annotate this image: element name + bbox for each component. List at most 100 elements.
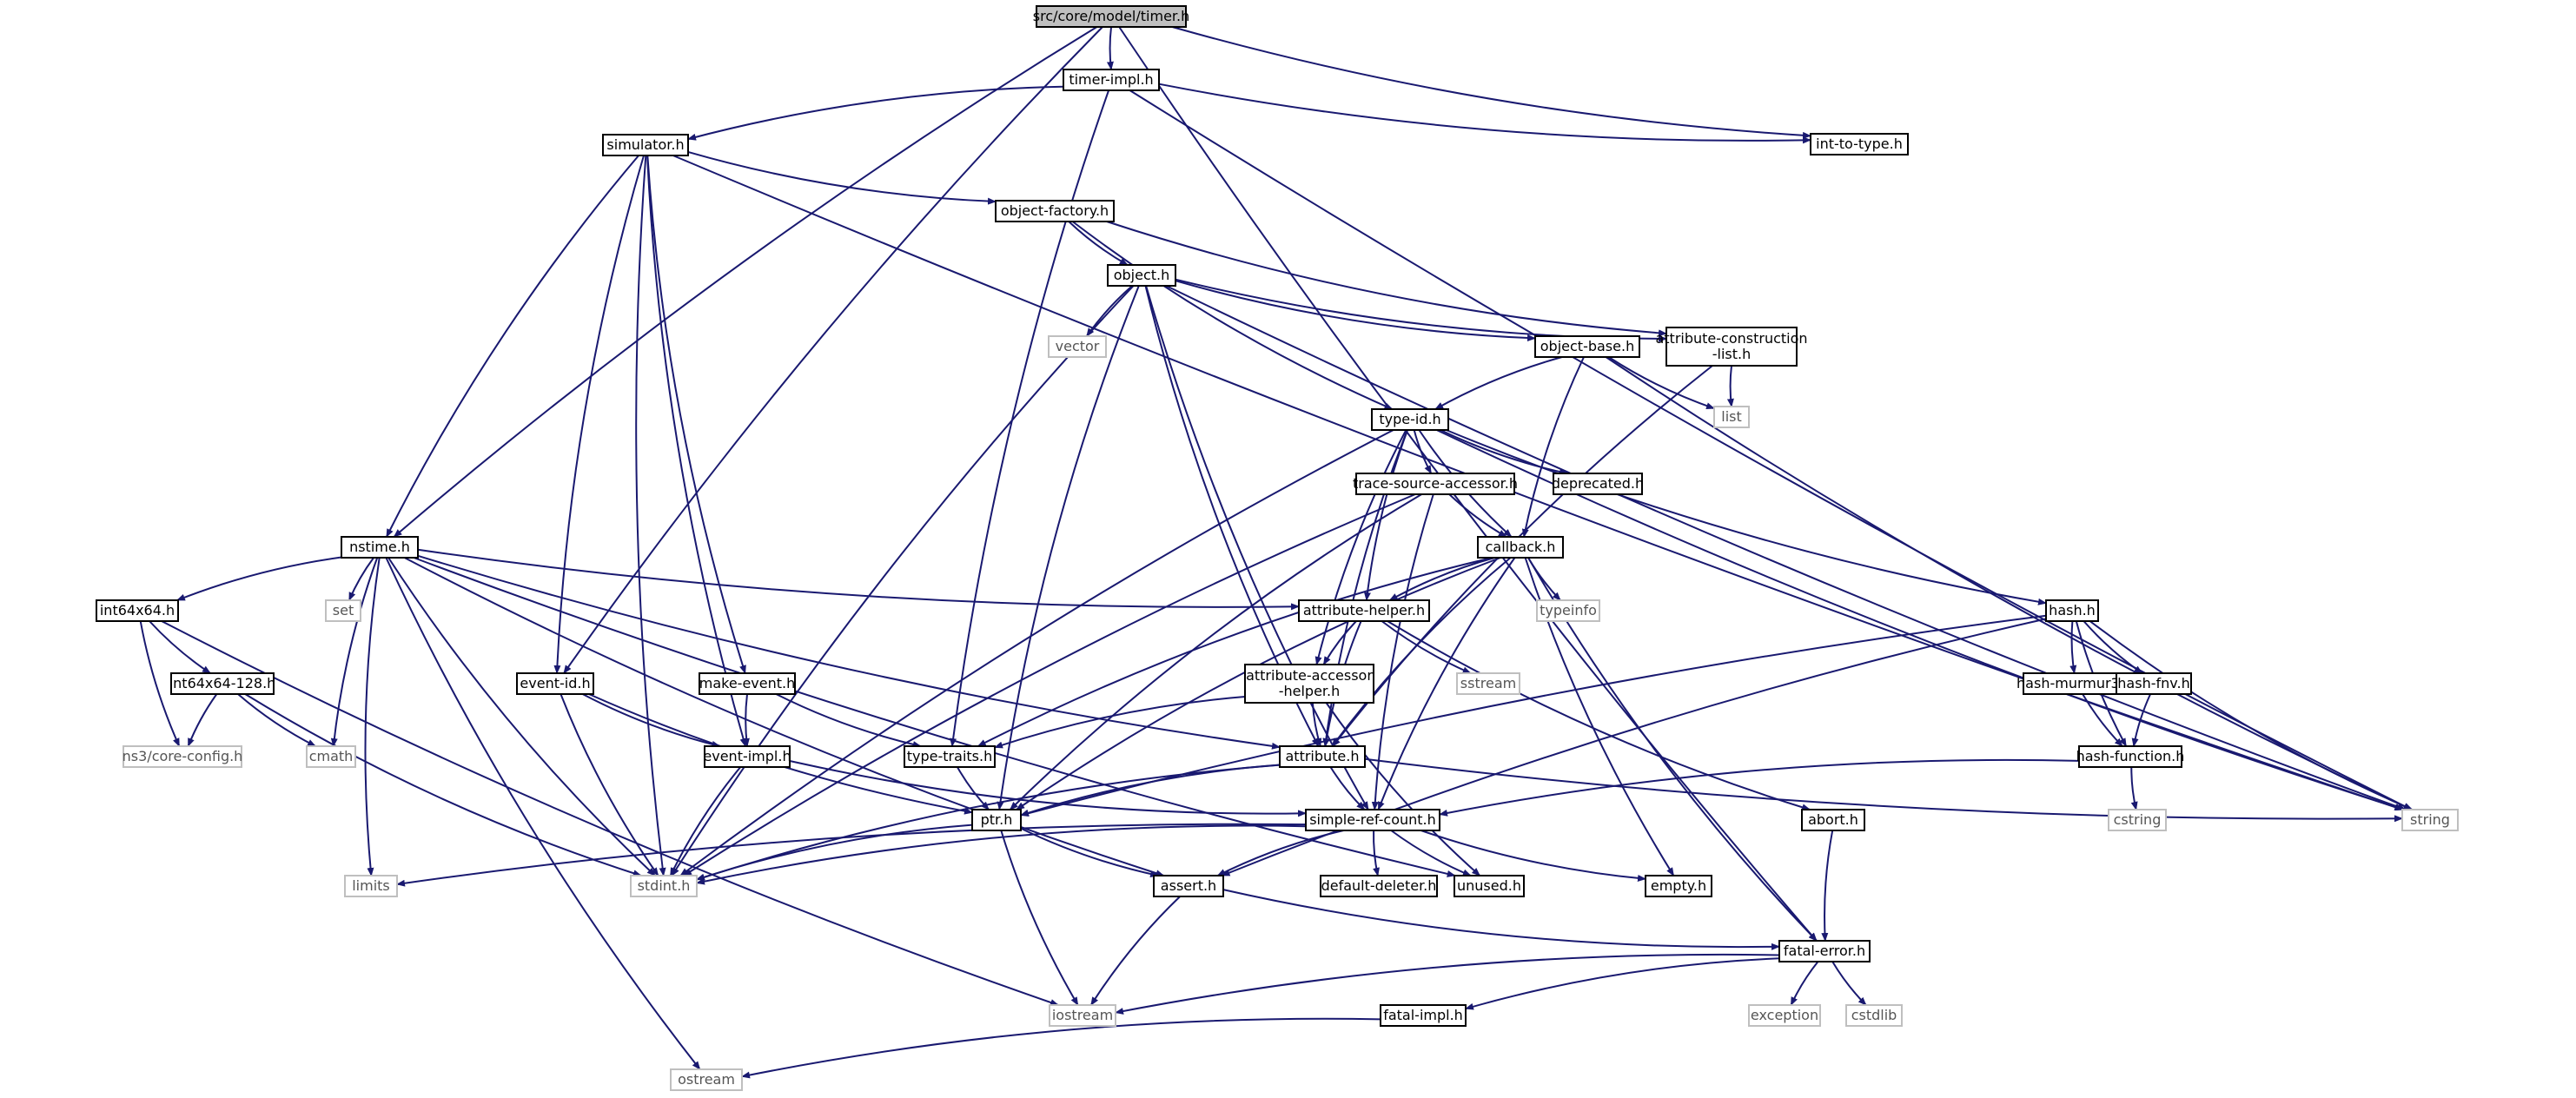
node-box bbox=[1279, 745, 1366, 768]
node-attr-accessor[interactable]: attribute-accessor-helper.h bbox=[1244, 664, 1374, 704]
edge-nstime-to-attr_helper bbox=[417, 548, 1300, 611]
node-hash[interactable]: hash.h bbox=[2045, 599, 2099, 622]
node-label: simulator.h bbox=[606, 136, 684, 153]
node-object-base[interactable]: object-base.h bbox=[1534, 335, 1640, 358]
node-empty[interactable]: empty.h bbox=[1645, 875, 1712, 897]
node-event-impl[interactable]: event-impl.h bbox=[703, 745, 791, 768]
node-int64x64[interactable]: int64x64.h bbox=[96, 599, 179, 622]
edge-nstime-to-cmath bbox=[330, 557, 379, 747]
node-hash-murmur3[interactable]: hash-murmur3.h bbox=[2016, 672, 2133, 695]
node-fatal-error[interactable]: fatal-error.h bbox=[1778, 940, 1871, 962]
edge-int64x64_128-to-stdint bbox=[244, 693, 642, 877]
edge-timer_impl-to-string bbox=[1129, 89, 2413, 810]
node-make-event[interactable]: make-event.h bbox=[699, 672, 796, 695]
edge-simulator-to-string bbox=[672, 155, 2404, 810]
edge-timer-to-int_to_type bbox=[1172, 26, 1811, 139]
node-ptr[interactable]: ptr.h bbox=[971, 809, 1022, 831]
node-label: typeinfo bbox=[1540, 602, 1597, 618]
node-assert[interactable]: assert.h bbox=[1153, 875, 1224, 897]
node-label: timer-impl.h bbox=[1069, 71, 1153, 88]
node-box bbox=[2078, 745, 2182, 768]
node-abort[interactable]: abort.h bbox=[1801, 809, 1865, 831]
edge-make_event-to-type_traits bbox=[775, 693, 922, 748]
edge-event_id-to-event_impl bbox=[582, 693, 721, 748]
node-hash-fnv[interactable]: hash-fnv.h bbox=[2116, 672, 2192, 695]
node-box bbox=[1305, 809, 1440, 831]
node-box bbox=[1536, 599, 1600, 622]
edge-object_base-to-type_id bbox=[1434, 356, 1563, 410]
node-vector: vector bbox=[1048, 335, 1107, 358]
edge-fatal_error-to-cstdlib bbox=[1831, 961, 1867, 1006]
node-label: list bbox=[1721, 408, 1742, 425]
edge-assert-to-fatal_error bbox=[1222, 889, 1780, 950]
edge-nstime-to-set bbox=[348, 557, 374, 601]
edge-attr_accessor-to-type_traits bbox=[994, 696, 1246, 749]
edge-callback-to-attr_helper bbox=[1388, 557, 1495, 601]
node-attr-constr[interactable]: attribute-construction-list.h bbox=[1655, 327, 1808, 367]
node-fatal-impl[interactable]: fatal-impl.h bbox=[1380, 1004, 1467, 1027]
node-unused[interactable]: unused.h bbox=[1454, 875, 1525, 897]
node-label: vector bbox=[1056, 338, 1100, 354]
node-int64x64-128[interactable]: int64x64-128.h bbox=[169, 672, 276, 695]
edge-timer-to-timer_impl bbox=[1106, 26, 1114, 70]
node-nstime[interactable]: nstime.h bbox=[341, 536, 419, 559]
node-timer[interactable]: src/core/model/timer.h bbox=[1033, 5, 1190, 28]
node-type-id[interactable]: type-id.h bbox=[1371, 408, 1449, 431]
edge-object_factory-to-type_id bbox=[1071, 221, 1394, 410]
edge-hash-to-hash_fnv bbox=[2083, 620, 2143, 674]
node-box bbox=[1553, 473, 1643, 495]
edge-int64x64-to-iostream bbox=[161, 620, 1059, 1006]
node-hash-function[interactable]: hash-function.h bbox=[2076, 745, 2185, 768]
node-box bbox=[123, 745, 242, 768]
node-attribute[interactable]: attribute.h bbox=[1279, 745, 1366, 768]
node-box bbox=[1107, 264, 1176, 287]
node-object[interactable]: object.h bbox=[1107, 264, 1176, 287]
node-timer-impl[interactable]: timer-impl.h bbox=[1063, 69, 1160, 91]
edge-nstime-to-ostream bbox=[385, 557, 701, 1070]
node-trace-src[interactable]: trace-source-accessor.h bbox=[1353, 473, 1518, 495]
node-callback[interactable]: callback.h bbox=[1477, 536, 1564, 559]
node-box bbox=[699, 672, 796, 695]
node-label: nstime.h bbox=[349, 539, 410, 555]
node-deprecated[interactable]: deprecated.h bbox=[1552, 473, 1644, 495]
node-box bbox=[1355, 473, 1515, 495]
node-box bbox=[1371, 408, 1449, 431]
edge-assert-to-iostream bbox=[1089, 896, 1181, 1006]
edge-trace_src-to-simple_ref bbox=[1371, 493, 1434, 810]
node-label: trace-source-accessor.h bbox=[1353, 475, 1518, 492]
node-cstdlib: cstdlib bbox=[1845, 1004, 1903, 1027]
node-simulator[interactable]: simulator.h bbox=[602, 134, 689, 156]
node-box bbox=[341, 536, 419, 559]
node-label: abort.h bbox=[1808, 811, 1858, 828]
edge-simple_ref-to-limits bbox=[396, 823, 1307, 887]
node-box bbox=[2108, 809, 2167, 831]
node-event-id[interactable]: event-id.h bbox=[516, 672, 594, 695]
edge-fatal_error-to-exception bbox=[1790, 961, 1819, 1006]
node-attr-helper[interactable]: attribute-helper.h bbox=[1298, 599, 1430, 622]
edge-nstime-to-stdint bbox=[387, 557, 656, 876]
node-box bbox=[1380, 1004, 1467, 1027]
node-simple-ref[interactable]: simple-ref-count.h bbox=[1305, 809, 1440, 831]
edge-simulator-to-object_factory bbox=[687, 150, 997, 205]
node-type-traits[interactable]: type-traits.h bbox=[904, 745, 996, 768]
edge-abort-to-fatal_error bbox=[1821, 830, 1834, 942]
edge-nstime-to-attribute bbox=[417, 554, 1281, 750]
edge-attr_helper-to-attr_accessor bbox=[1322, 620, 1357, 665]
edge-hash-to-hash_murmur3 bbox=[2069, 620, 2077, 674]
node-box bbox=[1048, 335, 1107, 358]
node-label: event-id.h bbox=[520, 675, 590, 691]
edge-trace_src-to-callback bbox=[1448, 493, 1507, 538]
node-label: hash-function.h bbox=[2076, 748, 2185, 764]
node-object-factory[interactable]: object-factory.h bbox=[995, 200, 1115, 222]
node-label: make-event.h bbox=[699, 675, 796, 691]
node-box bbox=[1063, 69, 1160, 91]
node-ostream: ostream bbox=[670, 1068, 743, 1091]
node-label: type-id.h bbox=[1379, 411, 1440, 427]
node-int-to-type[interactable]: int-to-type.h bbox=[1810, 133, 1909, 155]
node-label: object.h bbox=[1114, 267, 1170, 283]
node-box bbox=[344, 875, 398, 897]
node-box bbox=[325, 599, 361, 622]
node-default-deleter[interactable]: default-deleter.h bbox=[1320, 875, 1438, 897]
node-box bbox=[1713, 406, 1750, 428]
edge-simple_ref-to-assert bbox=[1216, 830, 1344, 876]
